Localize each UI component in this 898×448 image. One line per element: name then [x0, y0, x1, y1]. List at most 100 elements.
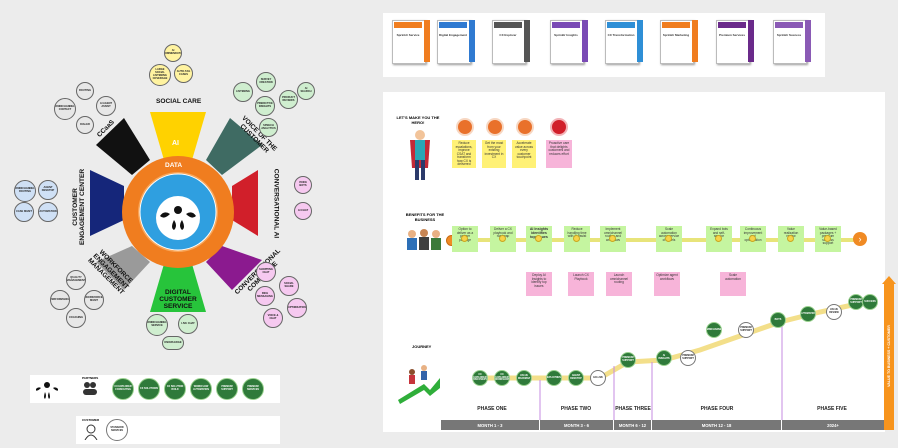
partner-item: PREMIUM SUPPORT: [216, 378, 238, 400]
node-conv-ai: AI CHAT: [294, 202, 312, 220]
node-conv-commerce: SOCIAL SHARE: [279, 276, 299, 296]
node-digital: OMNICHANNEL SERVICE: [146, 314, 168, 336]
segment-wem-shape: [96, 246, 150, 290]
value-icon: [516, 118, 534, 136]
node-voc: SURVEY CREATION: [256, 72, 276, 92]
node-voc: PRODUCT REVIEWS: [279, 90, 298, 109]
node-social-care: AUTO-TAG CASES: [174, 64, 193, 83]
node-voc: SPEECH ANALYTICS: [259, 118, 278, 137]
customer-item: STANDARD SERVICES: [106, 419, 128, 441]
journey-node: PREMIUM SUPPORT: [620, 352, 636, 368]
month-label: 2024+: [782, 420, 884, 430]
segment-cec-shape: [90, 170, 124, 236]
node-voc: AI SEARCH: [297, 82, 315, 100]
partner-items: CX EXPLORER CONSULTING CX SOLUTIONS CX S…: [112, 378, 264, 400]
journey-node: CX EXPLORER WORKSHOP: [494, 370, 510, 386]
product-box: Sprinklr Service: [392, 16, 432, 64]
partner-item: PREMIUM SERVICES: [242, 378, 264, 400]
phase-label: PHASE TWO: [560, 406, 592, 412]
product-box: CX Transformation: [605, 16, 645, 64]
segment-digital-shape: [150, 264, 206, 312]
journey-node: PREMIUM SUPPORT: [738, 322, 754, 338]
product-name: Premium Services: [718, 33, 745, 37]
customer-label: CUSTOMER: [82, 418, 100, 422]
node-cec: CASE MGMT: [14, 202, 34, 222]
node-cec: AUTOMATION: [38, 202, 58, 222]
node-conv-commerce: SHOPPING CHAT: [256, 262, 276, 282]
node-voc: PREDICTIVE INSIGHTS: [255, 96, 275, 116]
pink-note: Launch omnichannel routing: [606, 272, 632, 296]
node-social-care: AI RECOMMENDATIONS: [164, 44, 182, 62]
pink-note: Scale automation: [720, 272, 746, 296]
product-box: Premium Services: [716, 16, 756, 64]
node-digital: KNOWLEDGE: [162, 336, 184, 350]
node-voc: LISTENING: [233, 82, 253, 102]
node-ccaas: ROUTING: [76, 82, 94, 100]
product-box: CX Explorer: [492, 16, 532, 64]
journey-node: AGENT DESKTOP: [568, 370, 584, 386]
month-label: MONTH 6 - 12: [614, 420, 651, 430]
partner-item: CX EXPLORER CONSULTING: [112, 378, 134, 400]
product-name: Digital Engagement: [439, 33, 468, 37]
node-wem: PERFORMANCE: [50, 290, 70, 310]
ai-ring-title: AI: [172, 140, 179, 147]
node-ccaas: AI AGENT ASSIST: [96, 96, 116, 116]
value-axis-arrow-icon: [882, 276, 896, 284]
value-icon: [550, 118, 568, 136]
phase-label: PHASE FOUR: [700, 406, 734, 412]
product-box: Digital Engagement: [437, 16, 477, 64]
benefit-point: [609, 235, 616, 242]
node-wem: QUALITY MANAGEMENT: [66, 270, 86, 290]
phase-label: PHASE FIVE: [817, 406, 847, 412]
data-core-title: DATA: [165, 162, 183, 169]
segment-label-social-care: SOCIAL CARE: [156, 98, 202, 105]
benefit-point: [824, 235, 831, 242]
journey-node: SUCCESS: [862, 294, 878, 310]
segment-voc-shape: [206, 118, 262, 175]
benefit-point: [715, 235, 722, 242]
hero-note: Get the most from your existing investme…: [482, 140, 506, 168]
sprinklr-logo-icon: [35, 378, 59, 400]
node-cec: AGENT DESKTOP: [38, 180, 58, 200]
hero-note: Reduce escalations, improve CSAT and tra…: [452, 140, 476, 168]
segment-label-conv-ai: CONVERSATIONAL AI: [272, 168, 280, 239]
journey-node: DEPLOYMENT: [546, 370, 562, 386]
sprinklr-logo-icon: [160, 206, 196, 230]
benefit-point: [787, 235, 794, 242]
node-wem: WORKFORCE MGMT: [84, 290, 104, 310]
benefit-point: [573, 235, 580, 242]
journey-node: AI INSIGHTS: [656, 350, 672, 366]
partners-legend: PARTNERS CX EXPLORER CONSULTING CX SOLUT…: [30, 375, 280, 403]
journey-node: AUTOMATION: [800, 306, 816, 322]
value-axis: [884, 282, 894, 430]
journey-node: VALUE ROADMAP: [516, 370, 532, 386]
pink-note: Deploy AI Insights to identify top issue…: [526, 272, 552, 296]
segment-label-cec: CUSTOMER ENGAGEMENT CENTER: [72, 168, 86, 246]
partner-item: CX SOLUTIONS: [138, 378, 160, 400]
journey-node: PREMIUM SUPPORT: [680, 350, 696, 366]
node-conv-ai: VOICE BOTS: [294, 176, 312, 194]
phase-label: PHASE ONE: [477, 406, 507, 412]
benefit-note: Reduce handling time with AI assist: [564, 226, 590, 252]
product-name: Sprinklr Service: [396, 33, 420, 37]
journey-node: PREMIUM SUPPORT: [848, 294, 864, 310]
product-box: Sprinklr Marketing: [660, 16, 700, 64]
node-conv-commerce: RICH MESSAGING: [255, 286, 275, 306]
node-social-care: LARGE SOCIAL LISTENING COVERAGE: [149, 64, 171, 86]
product-box: Sprinklr Success: [773, 16, 813, 64]
business-people-icon: [404, 228, 444, 250]
wheel-svg: [90, 112, 262, 312]
benefit-point: [665, 235, 672, 242]
customer-icon: [84, 424, 98, 441]
product-name: CX Transformation: [607, 33, 635, 37]
partner-item: WORKFLOW AUTOMATION: [190, 378, 212, 400]
pink-note: Optimize agent workflows: [654, 272, 680, 296]
hero-figure-icon: [408, 128, 432, 182]
product-name: Sprinklr Marketing: [662, 33, 690, 37]
node-ccaas: DIALER: [76, 116, 94, 134]
journey-node: BOTS: [770, 312, 786, 328]
journey-node: OMNICHANNEL: [706, 322, 722, 338]
benefit-point: [461, 235, 468, 242]
product-name: Sprinklr Insights: [554, 33, 578, 37]
partners-icon: [82, 380, 98, 396]
